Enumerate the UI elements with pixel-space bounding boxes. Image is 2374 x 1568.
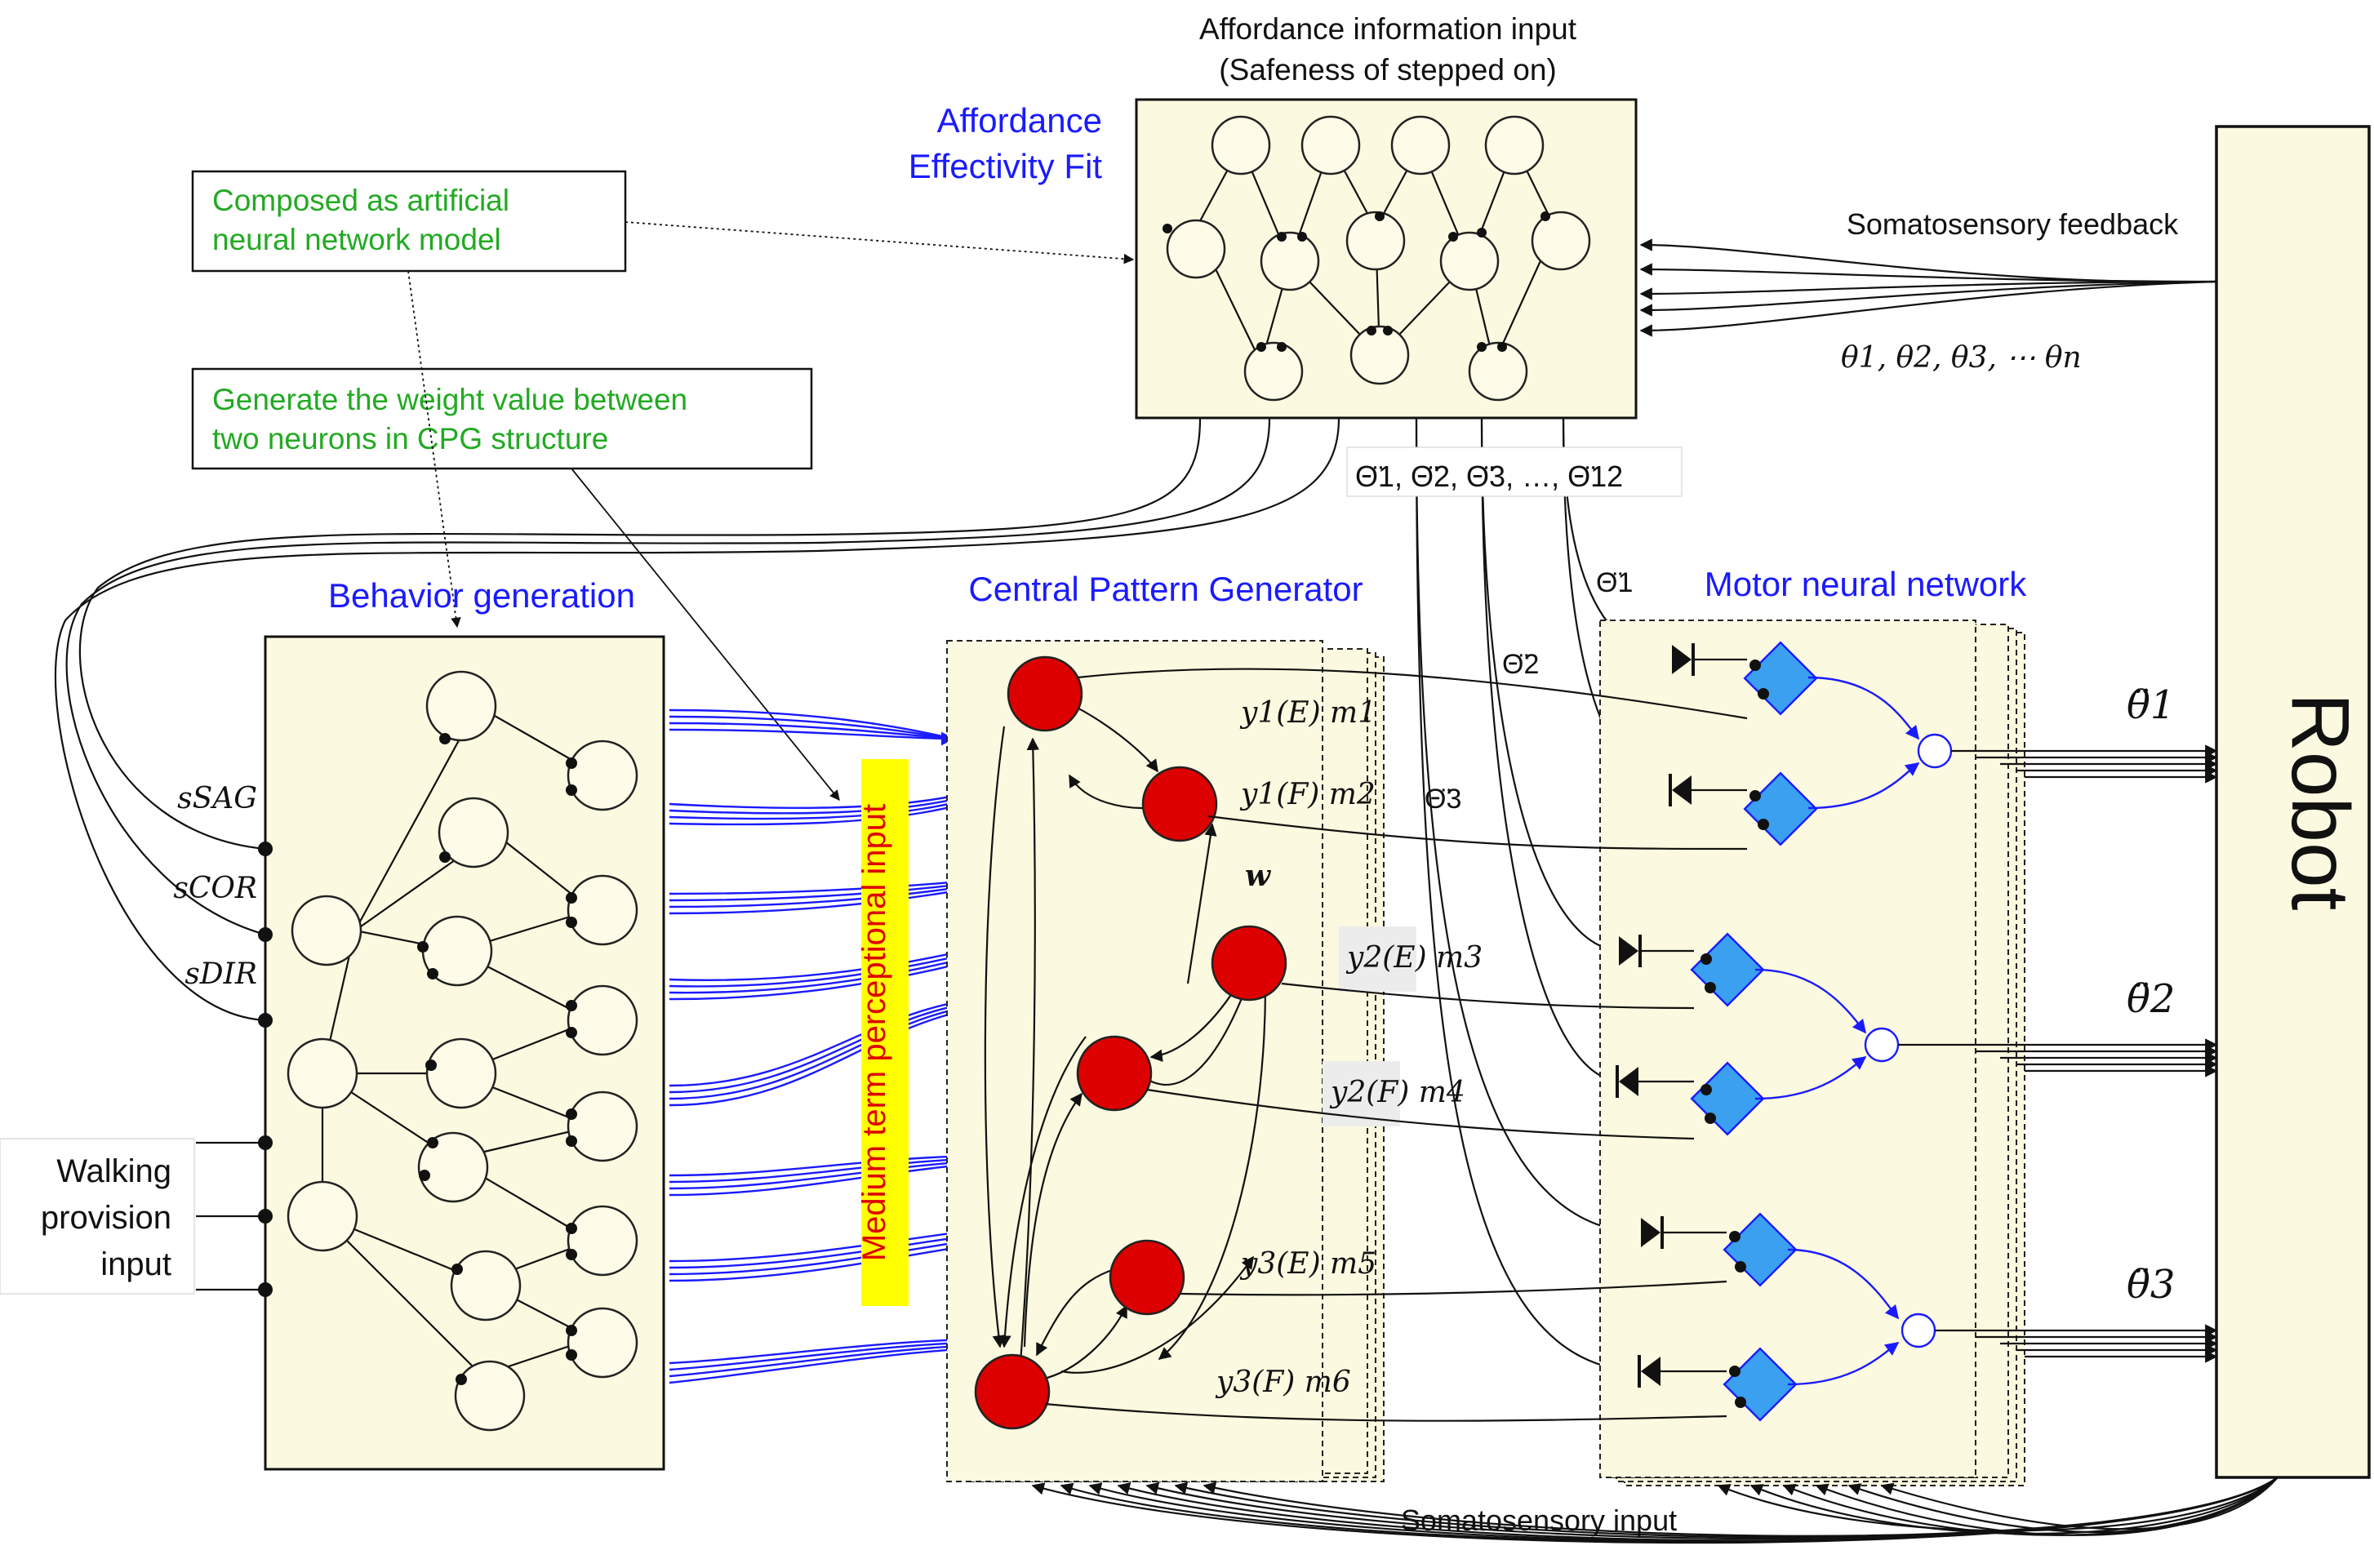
behavior-neuron <box>287 1180 358 1252</box>
accel-t3: Θ̈3 <box>1425 784 1461 815</box>
behavior-neuron <box>425 1037 497 1109</box>
affordance-neuron <box>1243 341 1304 402</box>
walking-input-line3: input <box>100 1246 171 1282</box>
behavior-neuron <box>454 1360 526 1432</box>
affordance-neuron <box>1349 325 1410 385</box>
walking-input-box <box>0 1138 195 1295</box>
behavior-neuron <box>291 895 362 966</box>
accel-list: Θ̈1, Θ̈2, Θ̈3, …, Θ̈12 <box>1355 460 1623 493</box>
motor-to-robot <box>1898 744 2218 1363</box>
affordance-neuron <box>1390 115 1451 175</box>
affordance-network <box>1163 115 1591 402</box>
somatosensory-feedback-label: Somatosensory feedback <box>1847 207 2179 241</box>
affordance-neuron <box>1468 341 1528 402</box>
affordance-title-line2: Effectivity Fit <box>909 147 1103 185</box>
behavior-neuron <box>287 1037 358 1109</box>
walking-input-line2: provision <box>41 1200 171 1236</box>
behavior-neuron <box>417 1131 489 1203</box>
motor-output-node <box>1864 1027 1900 1063</box>
behavior-neuron <box>567 1205 638 1277</box>
input-s-dir: sDIR <box>184 957 257 991</box>
note-ann: Composed as artificial neural network mo… <box>191 170 627 273</box>
behavior-neuron <box>567 874 638 946</box>
cpg-label-y2F: y2(F) m4 <box>1329 1076 1465 1109</box>
motor-units <box>1616 641 1953 1422</box>
medium-term-input: Medium term perceptional input <box>856 759 909 1306</box>
cpg-neuron-y2F <box>1076 1035 1153 1112</box>
affordance-neuron <box>1531 211 1591 271</box>
note-weight-line1: Generate the weight value between <box>212 383 687 416</box>
behavior-neuron <box>450 1250 522 1321</box>
motor-output-node <box>1901 1313 1936 1348</box>
cpg-title: Central Pattern Generator <box>968 570 1363 608</box>
note-arrow <box>571 468 840 801</box>
cpg-panel: y1(E) m1 y1(F) m2 w y2(E) m3 y2(F) m4 y3… <box>946 640 1483 1482</box>
behavior-neuron <box>425 670 497 742</box>
cpg-neuron-y2E <box>1211 925 1287 1002</box>
note-ann-line2: neural network model <box>212 223 501 256</box>
walking-input-line1: Walking <box>56 1153 171 1189</box>
cpg-label-y1E: y1(E) m1 <box>1239 696 1376 730</box>
note-weight-line2: two neurons in CPG structure <box>212 422 608 455</box>
behavior-neuron <box>438 797 509 868</box>
behavior-neuron <box>567 1090 638 1162</box>
affordance-header-line2: (Safeness of stepped on) <box>1219 53 1556 87</box>
cpg-neuron-y1E <box>1007 655 1083 732</box>
output-theta3: θ̈3 <box>2127 1262 2175 1308</box>
affordance-to-behavior <box>54 417 1340 1022</box>
note-arrow <box>625 221 1135 264</box>
somatosensory-input-label: Somatosensory input <box>1401 1504 1677 1537</box>
affordance-neuron <box>1345 211 1406 271</box>
accel-list-box <box>1346 446 1683 497</box>
medium-term-label: Medium term perceptional input <box>856 804 892 1261</box>
cpg-label-y3F: y3(F) m6 <box>1215 1366 1351 1399</box>
input-s-sag: sSAG <box>177 782 257 815</box>
cpg-neuron-y3F <box>974 1353 1051 1430</box>
cpg-to-motor <box>1044 668 1748 1422</box>
output-theta2: θ̈2 <box>2127 976 2175 1022</box>
accel-t1: Θ̈1 <box>1596 567 1633 598</box>
behavior-neuron <box>567 984 638 1056</box>
robot-label: Robot <box>2274 693 2366 911</box>
cpg-neuron-y1F <box>1141 766 1218 842</box>
note-arrow <box>407 270 461 629</box>
cpg-label-w: w <box>1245 859 1272 893</box>
affordance-neuron <box>1211 115 1271 175</box>
motor-title: Motor neural network <box>1705 565 2028 603</box>
accel-t2: Θ̈2 <box>1502 649 1539 680</box>
behavior-neuron <box>567 1307 638 1379</box>
behavior-title: Behavior generation <box>328 576 635 615</box>
cpg-label-y2E: y2(E) m3 <box>1345 941 1483 975</box>
robot: Robot <box>2215 125 2371 1479</box>
note-ann-line1: Composed as artificial <box>212 184 509 217</box>
output-theta1: θ̈1 <box>2127 682 2175 728</box>
theta-list: θ1, θ2, θ3, ⋯ θn <box>1841 341 2082 375</box>
affordance-neuron <box>1166 219 1226 279</box>
affordance-title-line1: Affordance <box>937 101 1102 140</box>
behavior-panel <box>196 635 665 1471</box>
input-s-cor: sCOR <box>173 872 257 905</box>
note-weight: Generate the weight value between two ne… <box>191 367 813 470</box>
affordance-header-line1: Affordance information input <box>1199 12 1577 46</box>
cpg-neuron-y3E <box>1109 1239 1185 1316</box>
affordance-neuron <box>1260 231 1320 291</box>
behavior-neuron <box>567 740 638 811</box>
affordance-neuron <box>1439 231 1500 291</box>
motor-panel <box>1599 620 2025 1486</box>
somatosensory-input-lines <box>1031 1477 2278 1544</box>
motor-output-node <box>1917 733 1953 769</box>
affordance-neuron <box>1484 115 1545 175</box>
feedback-lines <box>1639 238 2217 337</box>
affordance-panel: Affordance information input (Safeness o… <box>909 12 1638 420</box>
cpg-label-y3E: y3(E) m5 <box>1239 1247 1376 1281</box>
cpg-label-y1F: y1(F) m2 <box>1239 778 1376 811</box>
affordance-neuron <box>1300 115 1361 175</box>
